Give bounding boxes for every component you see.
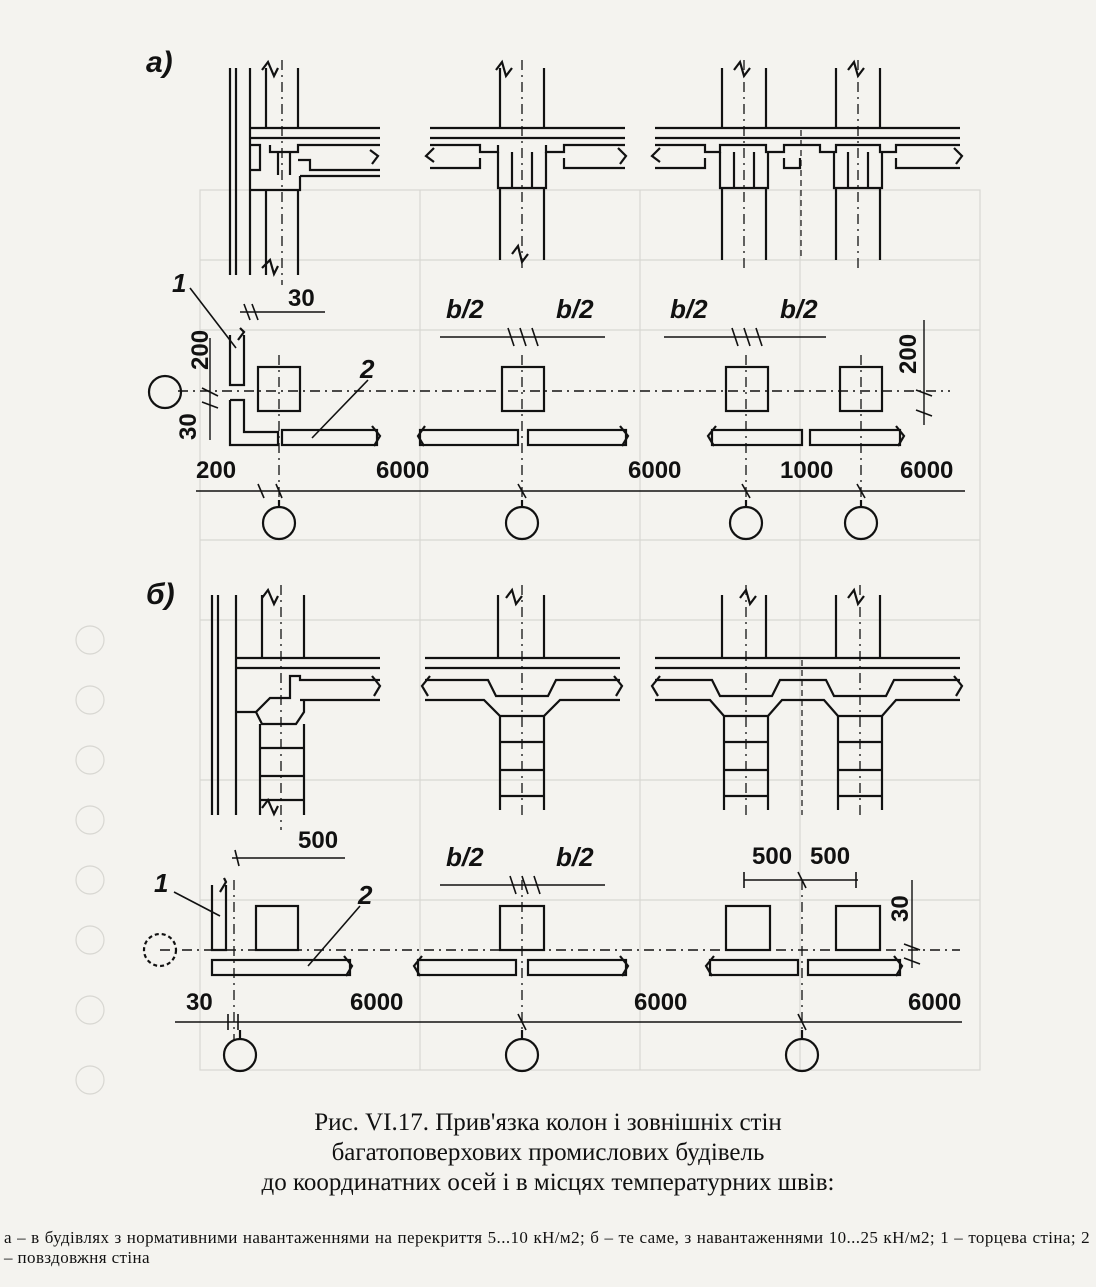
caption-line-2: багатоповерхових промислових будівель — [331, 1139, 765, 1166]
part-b-label: б) — [146, 578, 175, 611]
labels-part-b: б) 1 2 500 b/2 b/2 500 500 30 30 6000 60… — [146, 578, 961, 1016]
section-a-elevation-end — [228, 59, 380, 285]
dim-b-half-right: 500 — [810, 843, 850, 870]
dim-a-span-2: 6000 — [628, 457, 681, 484]
section-a-elevation-middle — [424, 59, 628, 270]
dim-b-right-gap: 30 — [887, 895, 914, 922]
section-b-elevation-middle — [420, 585, 624, 820]
background-sketch — [75, 189, 981, 1095]
dim-a-right-offset: 200 — [895, 334, 922, 374]
dim-a-joint: 30 — [288, 285, 315, 312]
dim-b-joint: 500 — [298, 827, 338, 854]
dim-b-span-3: 6000 — [908, 989, 961, 1016]
caption-line-3: до координатних осей і в місцях температ… — [261, 1169, 835, 1196]
section-b-elevation-end — [210, 585, 382, 830]
technical-drawing: а) 1 2 30 200 30 200 6000 6000 1000 6000… — [75, 46, 981, 1095]
dim-b-half-left: 500 — [752, 843, 792, 870]
figure-caption: Рис. VI.17. Прив'язка колон і зовнішніх … — [0, 1108, 1096, 1198]
dim-a-expansion-insert: 1000 — [780, 457, 833, 484]
dim-a-end-offset: 200 — [187, 330, 214, 370]
dim-a-span-1: 6000 — [376, 457, 429, 484]
dim-a-half-2: b/2 — [556, 294, 594, 324]
dim-a-wall-offset: 200 — [196, 457, 236, 484]
callout-end-wall-a: 1 — [172, 268, 186, 298]
dim-a-end-gap: 30 — [175, 413, 202, 440]
part-a-label: а) — [146, 46, 173, 79]
dim-b-half-1: b/2 — [446, 842, 484, 872]
dim-a-half-1: b/2 — [446, 294, 484, 324]
callout-long-wall-a: 2 — [359, 354, 375, 384]
section-a-plan — [147, 287, 965, 541]
dim-a-half-3: b/2 — [670, 294, 708, 324]
section-b-plan — [142, 849, 962, 1073]
section-b-elevation-joint — [650, 585, 964, 820]
caption-line-1: Рис. VI.17. Прив'язка колон і зовнішніх … — [314, 1109, 782, 1136]
dim-a-span-3: 6000 — [900, 457, 953, 484]
dim-b-wall-offset: 30 — [186, 989, 213, 1016]
dim-b-half-2: b/2 — [556, 842, 594, 872]
dim-b-span-1: 6000 — [350, 989, 403, 1016]
labels-part-a: а) 1 2 30 200 30 200 6000 6000 1000 6000… — [146, 46, 953, 484]
figure-legend: а – в будівлях з нормативними навантажен… — [4, 1228, 1090, 1267]
callout-long-wall-b: 2 — [357, 880, 373, 910]
callout-end-wall-b: 1 — [154, 868, 168, 898]
section-a-elevation-joint — [650, 59, 964, 270]
dim-b-span-2: 6000 — [634, 989, 687, 1016]
dim-a-half-4: b/2 — [780, 294, 818, 324]
